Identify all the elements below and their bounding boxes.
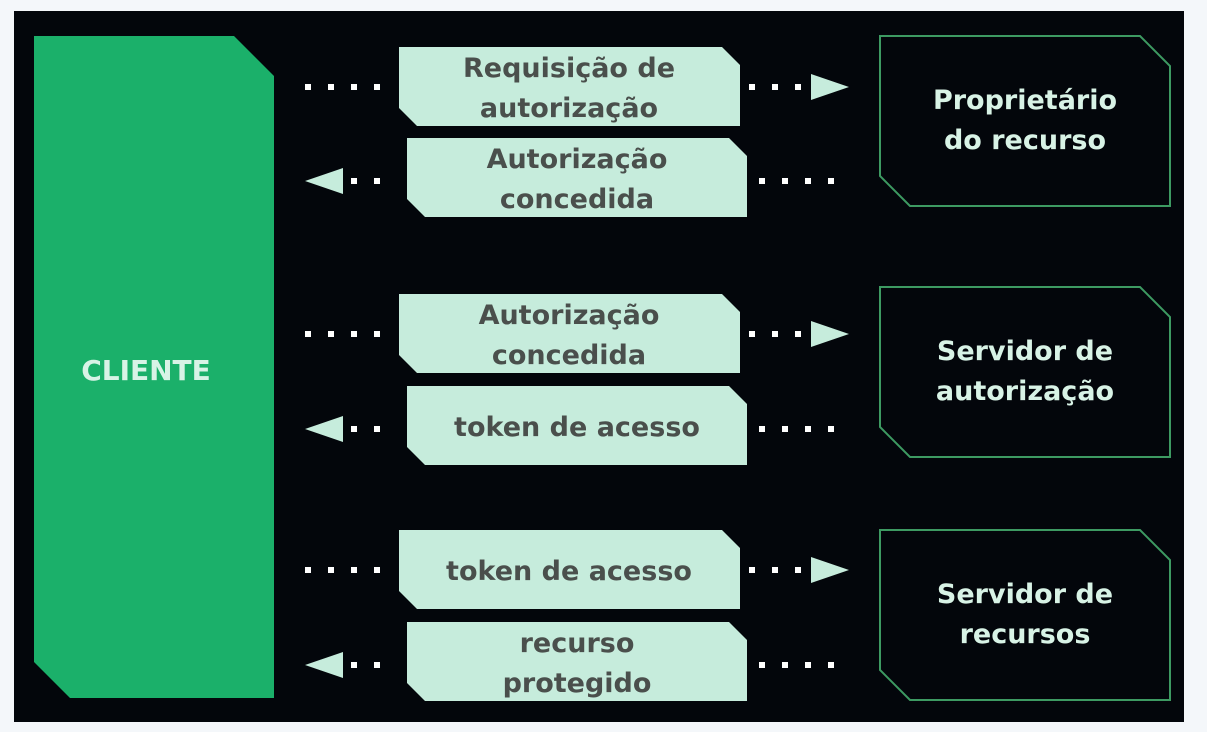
actor-box: [879, 35, 1171, 207]
arrow-left-icon: [305, 652, 343, 678]
dot: [351, 331, 357, 337]
actor-label: recursos: [960, 619, 1091, 650]
dot: [772, 84, 778, 90]
response-message-label: concedida: [500, 184, 654, 215]
dot: [328, 84, 334, 90]
arrow-right-icon: [811, 557, 849, 583]
dot: [351, 178, 357, 184]
dot: [759, 178, 765, 184]
dot: [795, 567, 801, 573]
request-message-label: autorização: [480, 93, 658, 124]
dot: [305, 567, 311, 573]
dot: [328, 331, 334, 337]
flow-row: Autorização concedida token de acesso Servi…: [305, 286, 1171, 465]
dot: [782, 662, 788, 668]
arrow-left-icon: [305, 416, 343, 442]
arrow-right-icon: [811, 74, 849, 100]
dot: [805, 178, 811, 184]
dot: [759, 426, 765, 432]
dot: [351, 426, 357, 432]
request-message-box: [399, 530, 740, 609]
client-label: CLIENTE: [81, 354, 211, 387]
dot: [749, 567, 755, 573]
dot: [328, 567, 334, 573]
response-message-label: Autorização: [487, 144, 668, 175]
response-message-box: [407, 386, 747, 465]
dot: [828, 178, 834, 184]
request-message-label: token de acesso: [446, 556, 692, 587]
actor-label: Servidor de: [937, 579, 1113, 610]
dot: [795, 331, 801, 337]
dot: [749, 331, 755, 337]
actor-label: autorização: [936, 376, 1114, 407]
request-message-label: Requisição de: [463, 53, 675, 84]
dot: [795, 84, 801, 90]
response-message-label: protegido: [503, 668, 652, 699]
arrow-left-icon: [305, 168, 343, 194]
request-message-box: [399, 47, 740, 126]
request-message-label: concedida: [492, 340, 646, 371]
request-message-box: [399, 294, 740, 373]
dot: [805, 426, 811, 432]
response-message-box: [407, 138, 747, 217]
response-message-label: token de acesso: [454, 412, 700, 443]
dot: [305, 331, 311, 337]
arrow-right-icon: [811, 321, 849, 347]
dot: [351, 84, 357, 90]
dot: [749, 84, 755, 90]
dot: [828, 662, 834, 668]
dot: [374, 567, 380, 573]
dot: [374, 178, 380, 184]
dot: [374, 331, 380, 337]
actor-label: Servidor de: [937, 336, 1113, 367]
request-message-label: Autorização: [479, 300, 660, 331]
dot: [759, 662, 765, 668]
dot: [374, 84, 380, 90]
actor-box: [879, 529, 1171, 701]
dot: [772, 567, 778, 573]
dot: [374, 662, 380, 668]
dot: [351, 662, 357, 668]
response-message-box: [407, 622, 747, 701]
actor-box: [879, 286, 1171, 458]
dot: [828, 426, 834, 432]
dot: [351, 567, 357, 573]
response-message-label: recurso: [520, 628, 635, 659]
client-box: [34, 36, 274, 698]
dot: [805, 662, 811, 668]
dot: [782, 178, 788, 184]
dot: [305, 84, 311, 90]
dot: [782, 426, 788, 432]
dot: [772, 331, 778, 337]
actor-label: do recurso: [944, 125, 1106, 156]
dot: [374, 426, 380, 432]
flow-row: token de acesso recurso protegido Servidor …: [305, 529, 1171, 701]
actor-label: Proprietário: [933, 85, 1117, 116]
